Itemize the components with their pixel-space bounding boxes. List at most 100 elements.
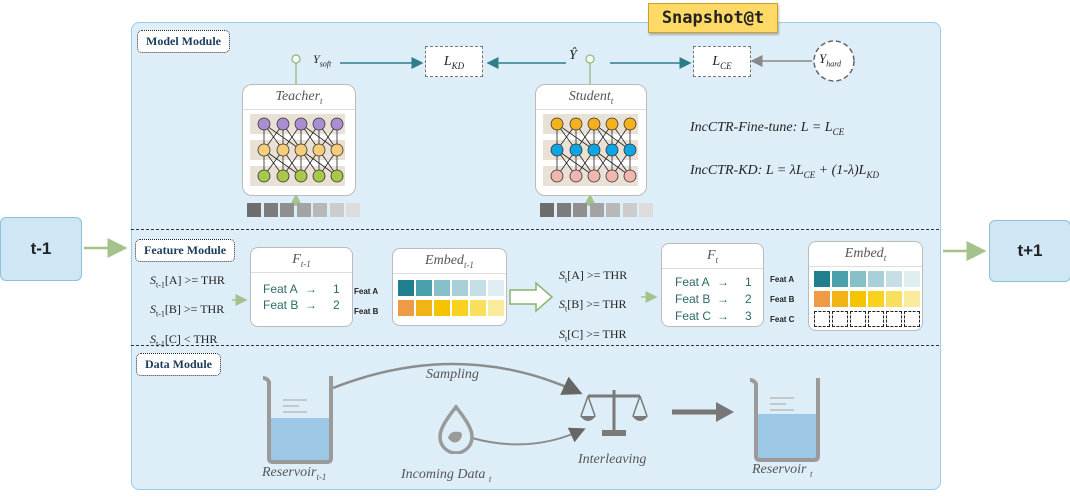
divider-feature-data bbox=[131, 345, 939, 346]
feature-name: Feat B bbox=[263, 298, 299, 312]
teacher-network-card: Teachert bbox=[242, 84, 356, 196]
feature-mapping-row: Feat C→3 bbox=[675, 308, 753, 325]
embed-vector-row bbox=[814, 271, 922, 287]
embed-vector-row bbox=[398, 280, 506, 296]
curr-condition-row: St[C] >= THR bbox=[559, 322, 627, 351]
teacher-output-node bbox=[291, 54, 301, 64]
embed-cell bbox=[416, 280, 432, 296]
embed-vector-row bbox=[814, 291, 922, 307]
embed-cell bbox=[886, 291, 902, 307]
hollow-transition-arrow bbox=[509, 281, 554, 313]
prev-condition-row: St-1[C] < THR bbox=[150, 327, 225, 356]
reservoir-prev-label: Reservoirt-1 bbox=[262, 465, 327, 482]
student-node bbox=[569, 117, 583, 131]
input-feature-cell bbox=[556, 203, 571, 217]
condition-set-sub: t-1 bbox=[156, 339, 165, 349]
feature-name: Feat C bbox=[675, 309, 712, 323]
embed-cell bbox=[868, 291, 884, 307]
condition-set-symbol: S bbox=[559, 297, 565, 312]
formula-finetune: IncCTR-Fine-tune: L = LCE bbox=[690, 120, 845, 137]
sampling-label: Sampling bbox=[426, 367, 479, 382]
interleaving-label: Interleaving bbox=[578, 452, 647, 467]
embed-cell-empty bbox=[814, 311, 830, 327]
incoming-curve bbox=[471, 427, 586, 446]
feature-name: Feat B bbox=[675, 292, 711, 306]
curr-condition-row: St[B] >= THR bbox=[559, 292, 627, 321]
condition-set-sub: t bbox=[565, 304, 568, 314]
embed-cell-empty bbox=[886, 311, 902, 327]
divider-model-feature bbox=[131, 229, 939, 230]
big-arrow-head bbox=[716, 402, 734, 422]
student-node bbox=[569, 143, 583, 157]
teacher-node bbox=[294, 143, 308, 157]
embed-cell bbox=[416, 300, 432, 316]
feature-id: 1 bbox=[333, 282, 340, 296]
input-feature-cell bbox=[540, 203, 554, 217]
student-node bbox=[587, 143, 601, 157]
reservoir-prev-beaker bbox=[262, 376, 333, 464]
embed-cell bbox=[398, 280, 414, 296]
condition-set-symbol: S bbox=[150, 273, 156, 287]
condition-text: [B] >= THR bbox=[164, 302, 225, 317]
student-node bbox=[587, 169, 601, 183]
student-edge bbox=[556, 123, 595, 151]
embed-cell-empty bbox=[904, 311, 920, 327]
teacher-node bbox=[312, 117, 326, 131]
input-feature-cell bbox=[622, 203, 637, 217]
student-network-graph bbox=[543, 114, 638, 186]
feature-module-tag: Feature Module bbox=[135, 239, 236, 262]
embed-curr-title: Embedt bbox=[809, 242, 922, 267]
embed-cell bbox=[814, 271, 830, 287]
condition-set-sub: t bbox=[565, 275, 568, 285]
embed-cell bbox=[904, 271, 920, 287]
student-node bbox=[550, 143, 564, 157]
embed-row-label: Feat B bbox=[770, 295, 795, 304]
teacher-edge bbox=[263, 149, 302, 177]
prev-condition-row: St-1[A] >= THR bbox=[150, 268, 225, 297]
embed-cell bbox=[452, 300, 468, 316]
embed-cell bbox=[470, 280, 486, 296]
embed-cell bbox=[434, 300, 450, 316]
condition-set-sub: t-1 bbox=[156, 309, 165, 319]
student-network-card: Studentt bbox=[535, 84, 647, 196]
feature-id: 2 bbox=[745, 292, 752, 306]
student-edge bbox=[556, 149, 595, 177]
condition-set-symbol: S bbox=[559, 268, 565, 282]
input-feature-cell bbox=[589, 203, 604, 217]
embed-prev-title: Embedt-1 bbox=[393, 249, 506, 274]
teacher-node bbox=[312, 169, 326, 183]
condition-text: [A] >= THR bbox=[164, 273, 225, 287]
embed-row-label: Feat B bbox=[354, 307, 379, 316]
input-feature-cell bbox=[346, 203, 360, 217]
reservoir-curr-label: Reservoir t bbox=[752, 462, 813, 479]
condition-set-symbol: S bbox=[150, 331, 156, 346]
teacher-node bbox=[330, 143, 344, 157]
formula-kd: IncCTR-KD: L = λLCE + (1-λ)LKD bbox=[690, 163, 879, 180]
embed-cell bbox=[850, 271, 866, 287]
input-feature-cell bbox=[280, 203, 294, 217]
input-feature-cell bbox=[263, 203, 278, 217]
input-feature-cell bbox=[296, 203, 311, 217]
reservoir-curr-beaker bbox=[749, 378, 820, 462]
embed-cell bbox=[434, 280, 450, 296]
feature-name: Feat A bbox=[263, 282, 298, 296]
student-node bbox=[605, 143, 619, 157]
interleaving-scale-icon bbox=[580, 390, 648, 436]
student-node bbox=[623, 169, 637, 183]
condition-text: [C] >= THR bbox=[567, 326, 627, 341]
condition-text: [C] < THR bbox=[164, 331, 218, 346]
input-feature-cell bbox=[313, 203, 327, 217]
feature-mapping-row: Feat B→2 bbox=[263, 297, 342, 313]
incoming-data-label: Incoming Data t bbox=[401, 467, 492, 484]
embed-curr-cells bbox=[809, 267, 922, 327]
time-prev-box: t-1 bbox=[0, 217, 82, 281]
feature-arrow: → bbox=[305, 282, 317, 296]
yhat-label: Ŷ bbox=[569, 48, 577, 63]
input-feature-cell bbox=[606, 203, 620, 217]
feature-id: 3 bbox=[745, 309, 752, 323]
feature-arrow: → bbox=[305, 298, 317, 312]
